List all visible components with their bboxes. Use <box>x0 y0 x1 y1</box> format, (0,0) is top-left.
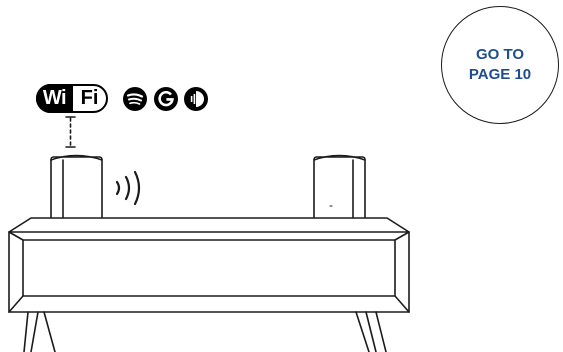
media-console <box>9 218 409 352</box>
wifi-logo-part1: Wi <box>36 84 73 113</box>
google-cast-icon <box>153 86 179 112</box>
wifi-logo: Wi Fi <box>36 84 108 113</box>
go-to-page-link[interactable]: GO TO PAGE 10 <box>441 6 559 124</box>
bose-music-icon <box>183 86 209 112</box>
wifi-logo-part2: Fi <box>71 84 108 113</box>
wifi-connection-line <box>66 117 75 147</box>
page-number-label: PAGE 10 <box>469 65 531 85</box>
go-to-label: GO TO <box>476 45 524 65</box>
spotify-icon <box>122 86 148 112</box>
sound-waves-icon <box>117 172 139 204</box>
